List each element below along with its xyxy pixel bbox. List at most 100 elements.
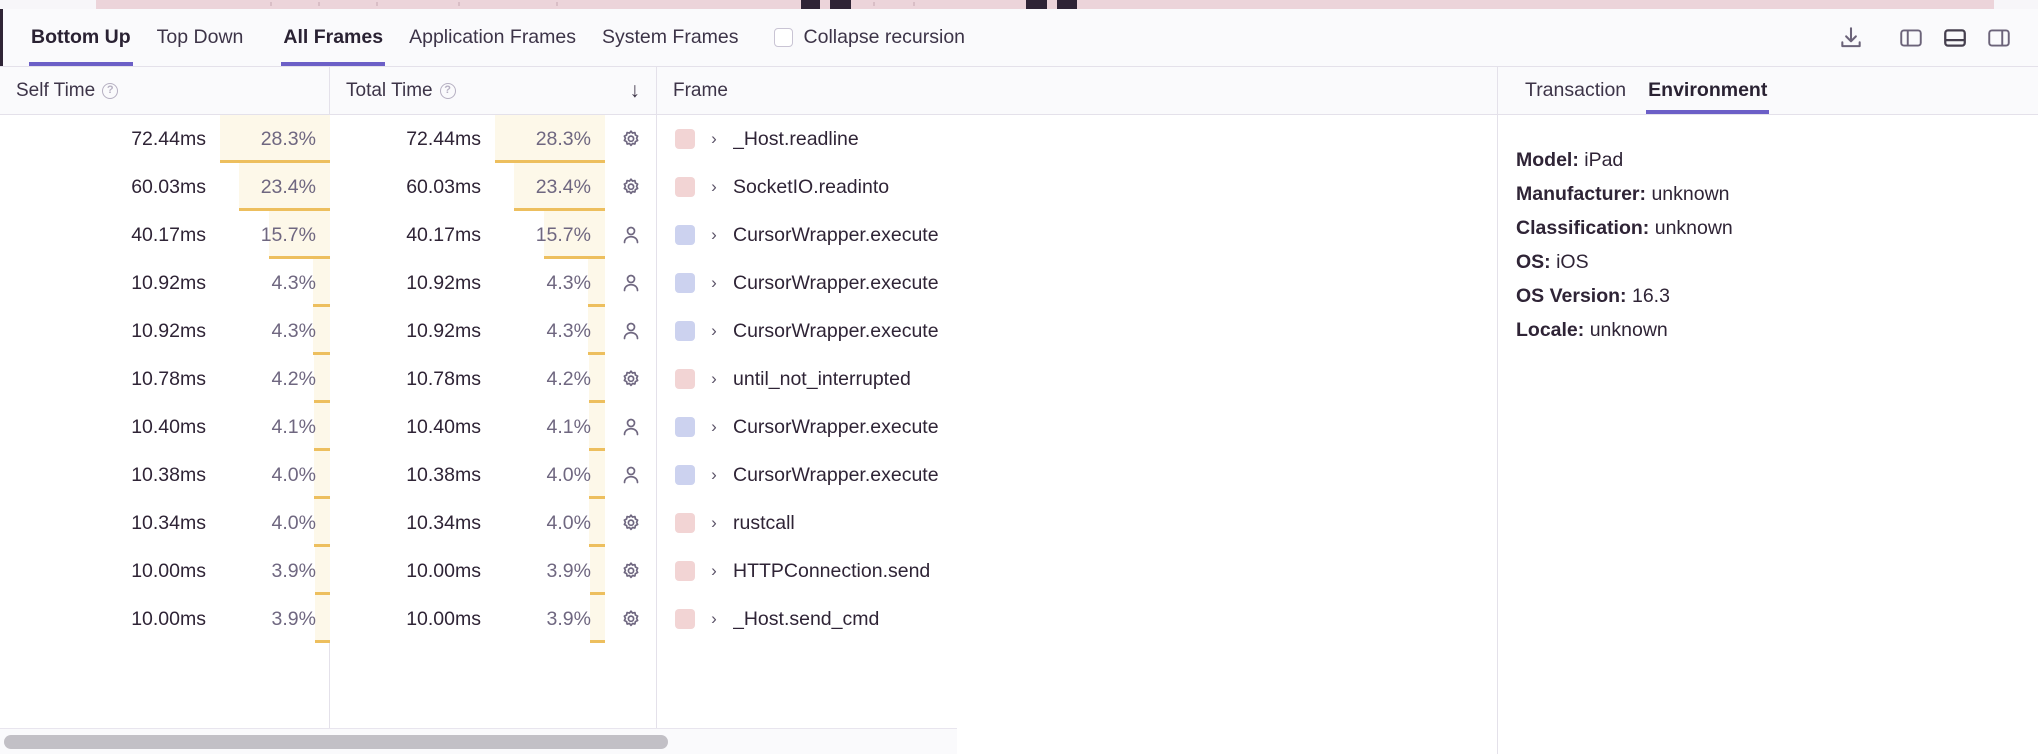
gear-icon[interactable] (605, 547, 657, 595)
cell-frame[interactable]: › rustcall (657, 499, 1497, 547)
environment-row: OS: iOS (1516, 245, 2038, 279)
total-percent-bar (588, 304, 605, 307)
tab-transaction[interactable]: Transaction (1514, 67, 1637, 114)
layout-bottom-panel-icon[interactable] (1936, 19, 1974, 57)
gear-icon[interactable] (605, 595, 657, 643)
environment-key: Classification: (1516, 217, 1650, 239)
expand-chevron-icon[interactable]: › (711, 177, 717, 196)
cell-frame[interactable]: ›CursorWrapper.execute (657, 403, 1497, 451)
layout-right-panel-icon[interactable] (1980, 19, 2018, 57)
collapse-recursion-checkbox[interactable] (773, 28, 793, 47)
tab-environment[interactable]: Environment (1637, 67, 1778, 114)
gear-icon[interactable] (605, 499, 657, 547)
self-percent-track (313, 259, 330, 307)
flamegraph-strip[interactable] (0, 0, 2038, 9)
expand-chevron-icon[interactable]: › (711, 321, 717, 340)
sort-descending-icon[interactable]: ↓ (629, 79, 641, 102)
environment-value: iPad (1584, 149, 1624, 171)
frame-color-swatch (675, 321, 695, 341)
person-icon[interactable] (605, 451, 657, 499)
tab-bottom-up[interactable]: Bottom Up (18, 9, 144, 66)
flamegraph-segment[interactable] (1026, 0, 1047, 9)
expand-chevron-icon[interactable]: › (711, 273, 717, 292)
layout-left-panel-icon[interactable] (1892, 19, 1930, 57)
self-percent-track (314, 451, 330, 499)
gear-icon[interactable] (605, 355, 657, 403)
cell-frame[interactable]: ›CursorWrapper.execute (657, 211, 1497, 259)
total-time-value: 60.03ms (406, 175, 481, 198)
self-percent-track (220, 115, 330, 163)
total-percent-cell: 15.7% (495, 211, 605, 259)
frame-name: rustcall (733, 511, 795, 534)
gear-icon[interactable] (605, 163, 657, 211)
person-icon[interactable] (605, 403, 657, 451)
environment-row: OS Version: 16.3 (1516, 279, 2038, 313)
collapse-recursion-toggle[interactable]: Collapse recursion (773, 26, 965, 49)
horizontal-scrollbar-thumb[interactable] (4, 734, 669, 749)
column-header-self-time-label: Self Time (16, 79, 96, 101)
self-percent-bar (313, 304, 330, 307)
info-icon[interactable]: ? (102, 82, 119, 99)
download-icon[interactable] (1832, 19, 1870, 57)
tab-all-frames[interactable]: All Frames (270, 9, 396, 66)
expand-chevron-icon[interactable]: › (711, 417, 717, 436)
cell-frame[interactable]: › until_not_interrupted (657, 355, 1497, 403)
total-percent-bar (589, 640, 605, 643)
tab-application-frames[interactable]: Application Frames (396, 9, 589, 66)
gear-icon[interactable] (605, 115, 657, 163)
tab-top-down[interactable]: Top Down (144, 9, 257, 66)
horizontal-scrollbar[interactable] (0, 728, 957, 754)
self-percent-value: 15.7% (260, 223, 316, 246)
expand-chevron-icon[interactable]: › (711, 609, 717, 628)
flamegraph-segment[interactable] (830, 0, 851, 9)
self-time-value: 72.44ms (131, 127, 206, 150)
expand-chevron-icon[interactable]: › (711, 369, 717, 388)
expand-chevron-icon[interactable]: › (711, 561, 717, 580)
cell-frame[interactable]: ›CursorWrapper.execute (657, 259, 1497, 307)
person-icon[interactable] (605, 259, 657, 307)
cell-frame[interactable]: ›SocketIO.readinto (657, 163, 1497, 211)
total-time-value: 10.40ms (406, 415, 481, 438)
total-percent-track (589, 499, 605, 547)
expand-chevron-icon[interactable]: › (711, 129, 717, 148)
column-header-total-time[interactable]: Total Time ? ↓ (330, 67, 657, 114)
column-header-frame[interactable]: Frame (657, 67, 1497, 114)
total-percent-track (588, 259, 605, 307)
person-icon[interactable] (605, 307, 657, 355)
column-header-self-time[interactable]: Self Time ? (0, 67, 330, 114)
total-percent-value: 28.3% (535, 127, 591, 150)
expand-chevron-icon[interactable]: › (711, 513, 717, 532)
cell-frame[interactable]: ›_Host.send_cmd (657, 595, 1497, 643)
self-percent-track (314, 403, 330, 451)
cell-frame[interactable]: ›CursorWrapper.execute (657, 307, 1497, 355)
environment-value: 16.3 (1631, 285, 1670, 307)
person-icon[interactable] (605, 211, 657, 259)
expand-chevron-icon[interactable]: › (711, 225, 717, 244)
tab-system-frames[interactable]: System Frames (589, 9, 752, 66)
flamegraph-segment[interactable] (801, 0, 820, 9)
cell-frame[interactable]: ›CursorWrapper.execute (657, 451, 1497, 499)
flamegraph-segment[interactable] (1057, 0, 1077, 9)
info-icon[interactable]: ? (439, 82, 456, 99)
cell-frame[interactable]: ›HTTPConnection.send (657, 547, 1497, 595)
frame-name: until_not_interrupted (733, 367, 911, 390)
expand-chevron-icon[interactable]: › (711, 465, 717, 484)
cell-frame[interactable]: ›_Host.readline (657, 115, 1497, 163)
